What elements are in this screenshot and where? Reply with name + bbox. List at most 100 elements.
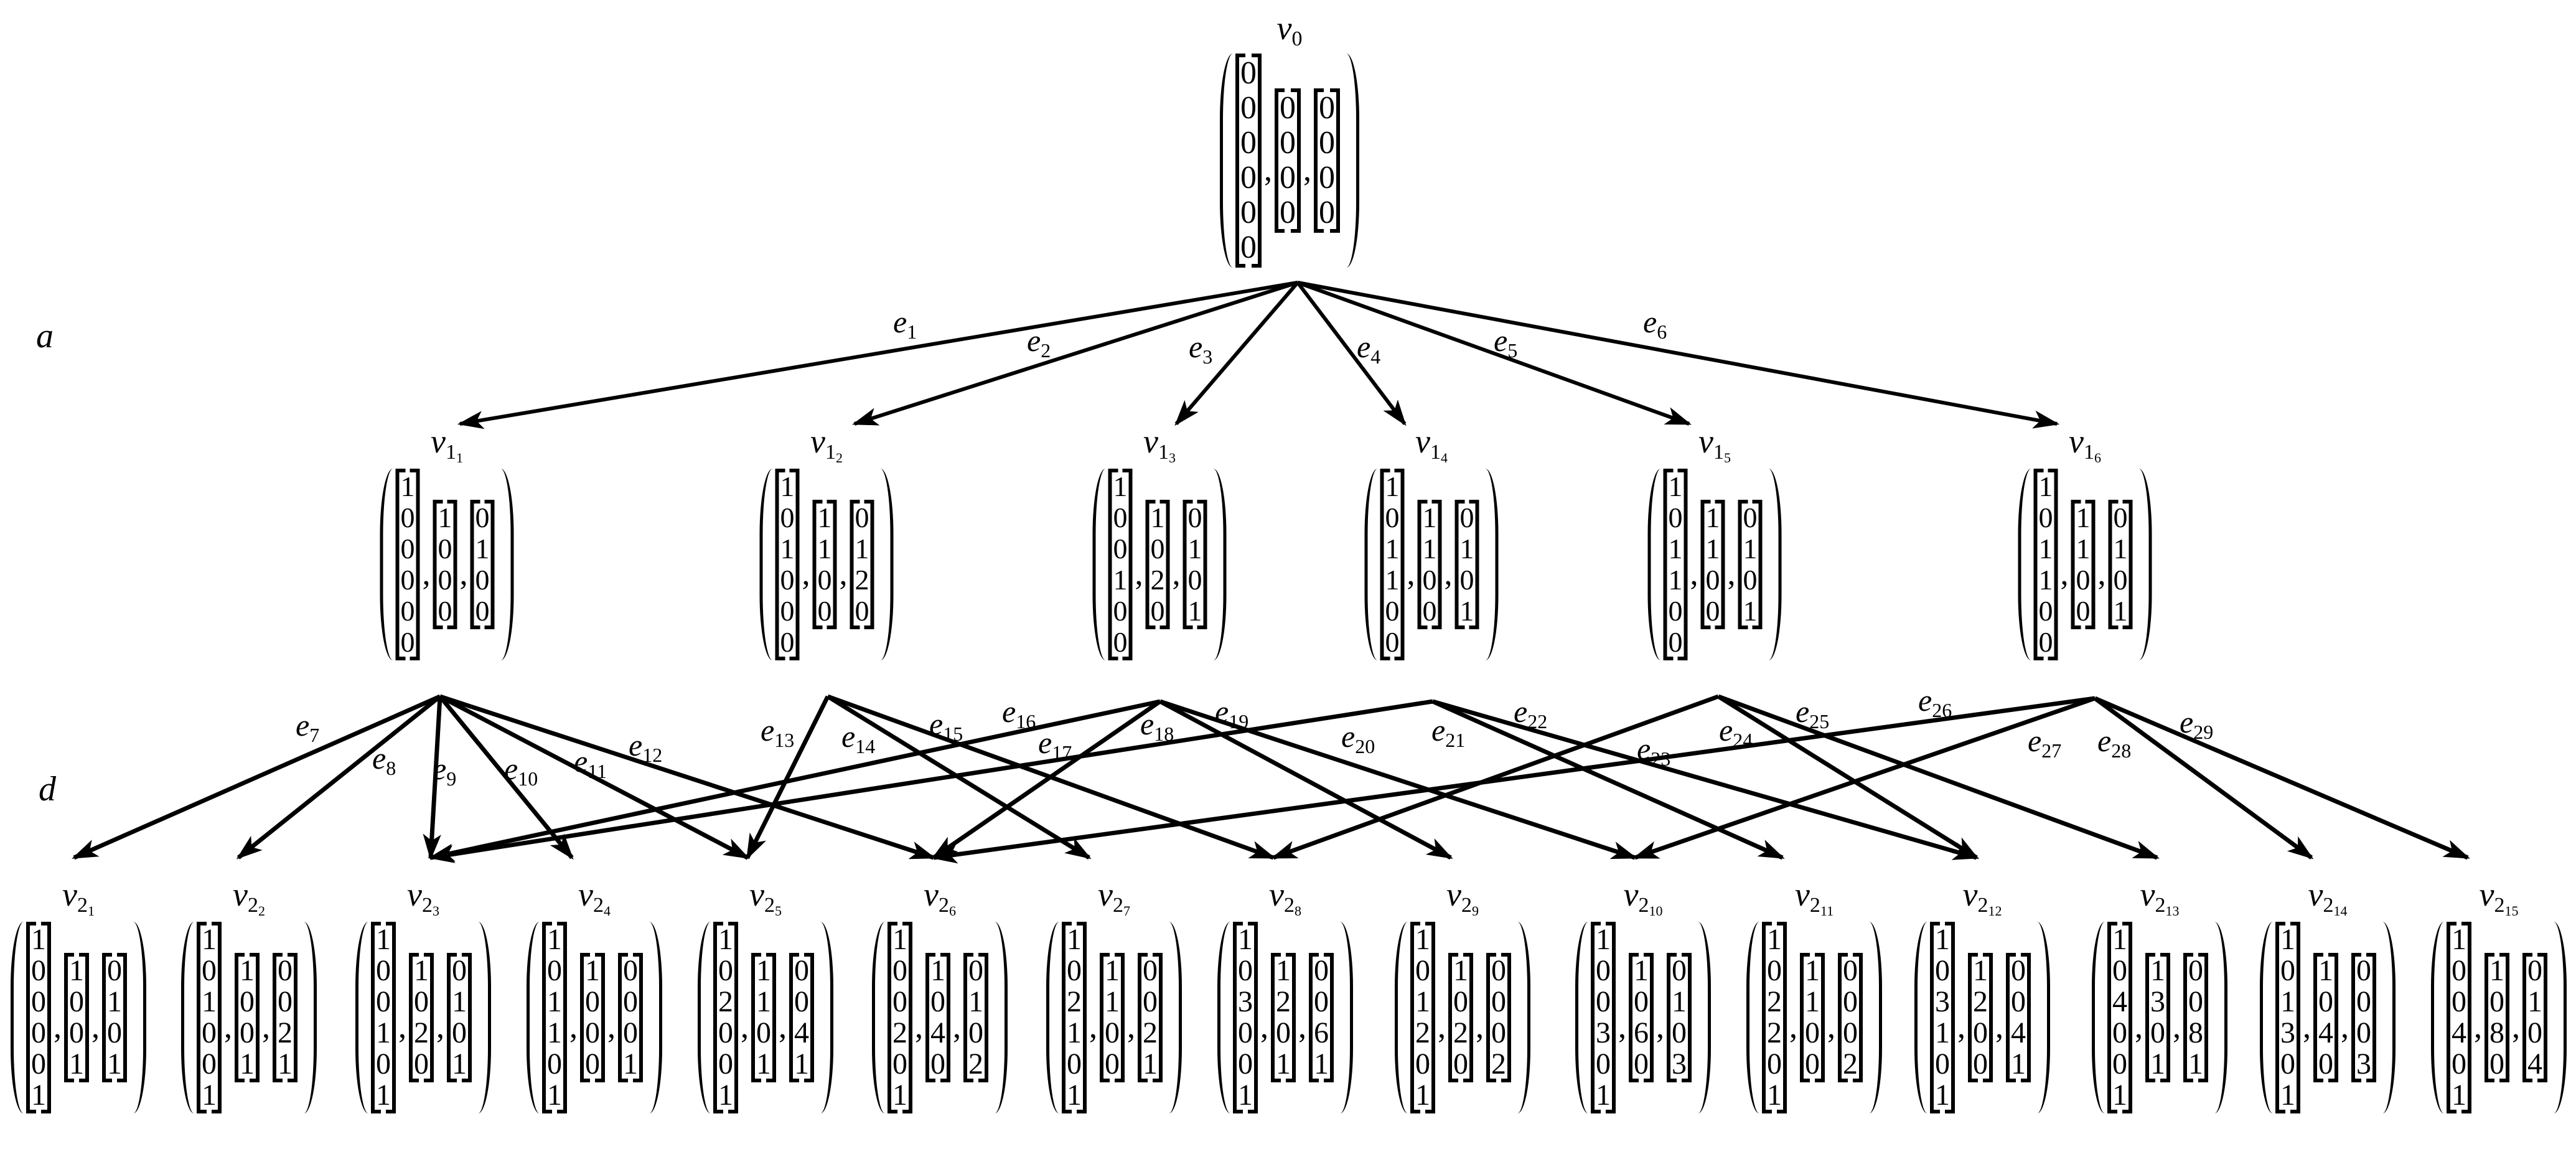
vector-entry: 0 <box>1314 954 1329 987</box>
vector-entry: 0 <box>240 985 255 1018</box>
vector-entry: 0 <box>2038 595 2053 627</box>
vector-entry: 3 <box>1935 985 1950 1018</box>
vector-entry: 6 <box>1314 1016 1329 1049</box>
vector-entry: 1 <box>376 1016 391 1049</box>
vector-entry: 1 <box>2076 502 2091 533</box>
comma-separator: , <box>2474 1009 2482 1045</box>
vector-entry: 0 <box>452 954 467 987</box>
node-label: v15 <box>1698 423 1731 466</box>
vector-entry: 1 <box>718 1079 733 1112</box>
vector-entry: 1 <box>1453 954 1468 987</box>
vector-entry: 1 <box>1150 502 1165 533</box>
vector-entry: 0 <box>2356 1016 2371 1049</box>
node-label: v16 <box>2069 423 2101 466</box>
vector-entry: 0 <box>1596 985 1611 1018</box>
vector-entry: 0 <box>2011 954 2026 987</box>
vector-entry: 0 <box>1385 502 1400 533</box>
vector-entry: 1 <box>2489 954 2504 987</box>
left-paren <box>380 469 393 660</box>
vector-entry: 3 <box>2280 1016 2295 1049</box>
vector-entry: 0 <box>376 954 391 987</box>
vector-entry: 0 <box>930 985 945 1018</box>
vector-entry: 1 <box>1276 954 1291 987</box>
edge-label-e26: e26 <box>1918 683 1952 721</box>
vector-entry: 0 <box>892 954 907 987</box>
node-label: v12 <box>810 423 843 466</box>
right-paren <box>881 469 894 660</box>
vector-entry: 0 <box>1805 1016 1820 1049</box>
right-paren <box>304 922 317 1113</box>
vector-entry: 1 <box>278 1047 293 1080</box>
vector-entry: 1 <box>930 954 945 987</box>
vector-entry: 0 <box>1276 1016 1291 1049</box>
vector-entry: 0 <box>817 595 832 627</box>
vector-entry: 1 <box>2011 1047 2026 1080</box>
vector-entry: 4 <box>2318 1016 2333 1049</box>
comma-separator: , <box>262 1009 270 1045</box>
vector-entry: 0 <box>2318 1047 2333 1080</box>
level-label-a: a <box>36 317 54 355</box>
comma-separator: , <box>1303 152 1311 188</box>
vector-entry: 1 <box>452 1047 467 1080</box>
vector-entry: 1 <box>1067 923 1082 956</box>
vector-entry: 1 <box>1067 1016 1082 1049</box>
vector-entry: 1 <box>452 985 467 1018</box>
vector-entry: 1 <box>780 471 795 502</box>
vector-entry: 0 <box>1319 125 1335 161</box>
vector-entry: 1 <box>1743 533 1758 565</box>
comma-separator: , <box>2341 1009 2349 1045</box>
vector-entry: 1 <box>718 923 733 956</box>
right-paren <box>478 922 491 1113</box>
vector-entry: 1 <box>1105 954 1120 987</box>
vector-entry: 0 <box>1385 595 1400 627</box>
node-label: v211 <box>1794 876 1834 919</box>
vector-entry: 1 <box>1935 1079 1950 1112</box>
vector-entry: 0 <box>1453 985 1468 1018</box>
vector-entry: 0 <box>2112 1047 2127 1080</box>
node-label: v210 <box>1623 876 1663 919</box>
node-label: v0 <box>1276 9 1303 50</box>
left-paren <box>1575 922 1588 1113</box>
right-paren <box>1517 922 1530 1113</box>
comma-separator: , <box>1298 1009 1306 1045</box>
vector-entry: 0 <box>780 595 795 627</box>
vector-entry: 3 <box>2356 1047 2371 1080</box>
vector-entry: 0 <box>1187 564 1202 596</box>
vector-entry: 1 <box>1385 471 1400 502</box>
vector-entry: 4 <box>2112 985 2127 1018</box>
vector-entry: 0 <box>585 1016 600 1049</box>
vector-entry: 0 <box>817 564 832 596</box>
vector-entry: 1 <box>2150 954 2165 987</box>
edge-arrow-e27 <box>1632 696 2096 860</box>
comma-separator: , <box>91 1009 100 1045</box>
vector-entry: 0 <box>2452 1047 2466 1080</box>
vector-entry: 0 <box>1240 125 1257 161</box>
vector-entry: 1 <box>1415 1079 1430 1112</box>
vector-entry: 0 <box>1143 954 1158 987</box>
vector-entry: 1 <box>1973 954 1988 987</box>
vector-entry: 0 <box>400 564 415 596</box>
edge-arrow-e22 <box>1432 699 1980 860</box>
